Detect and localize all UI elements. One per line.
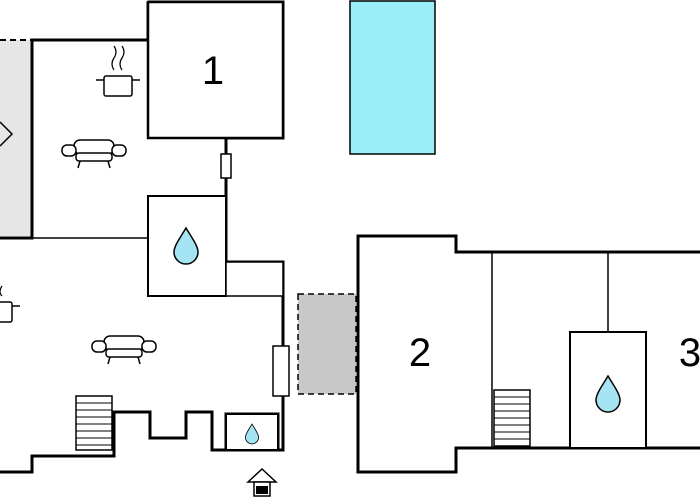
cooking-pot-icon [0,285,20,323]
sofa-icon [91,335,157,365]
swimming-pool [349,0,436,155]
closet [225,261,284,297]
bedroom-1 [146,0,285,140]
window [272,345,290,397]
entrance-arrow-icon [246,467,278,497]
room-2-number: 2 [409,331,431,375]
sofa-icon [61,139,127,169]
left-building-wall-bottom-left [0,410,228,474]
room-1-number: 1 [202,49,224,93]
window [220,153,232,179]
cooking-pot-icon [96,45,140,97]
terrace-area [297,293,357,395]
right-building-wall [356,234,700,474]
carport-area [0,40,32,236]
stairs-icon [493,389,531,447]
carport-arrow-icon [0,121,14,147]
room-3-number: 3 [679,331,700,375]
stairs-icon [75,395,113,451]
